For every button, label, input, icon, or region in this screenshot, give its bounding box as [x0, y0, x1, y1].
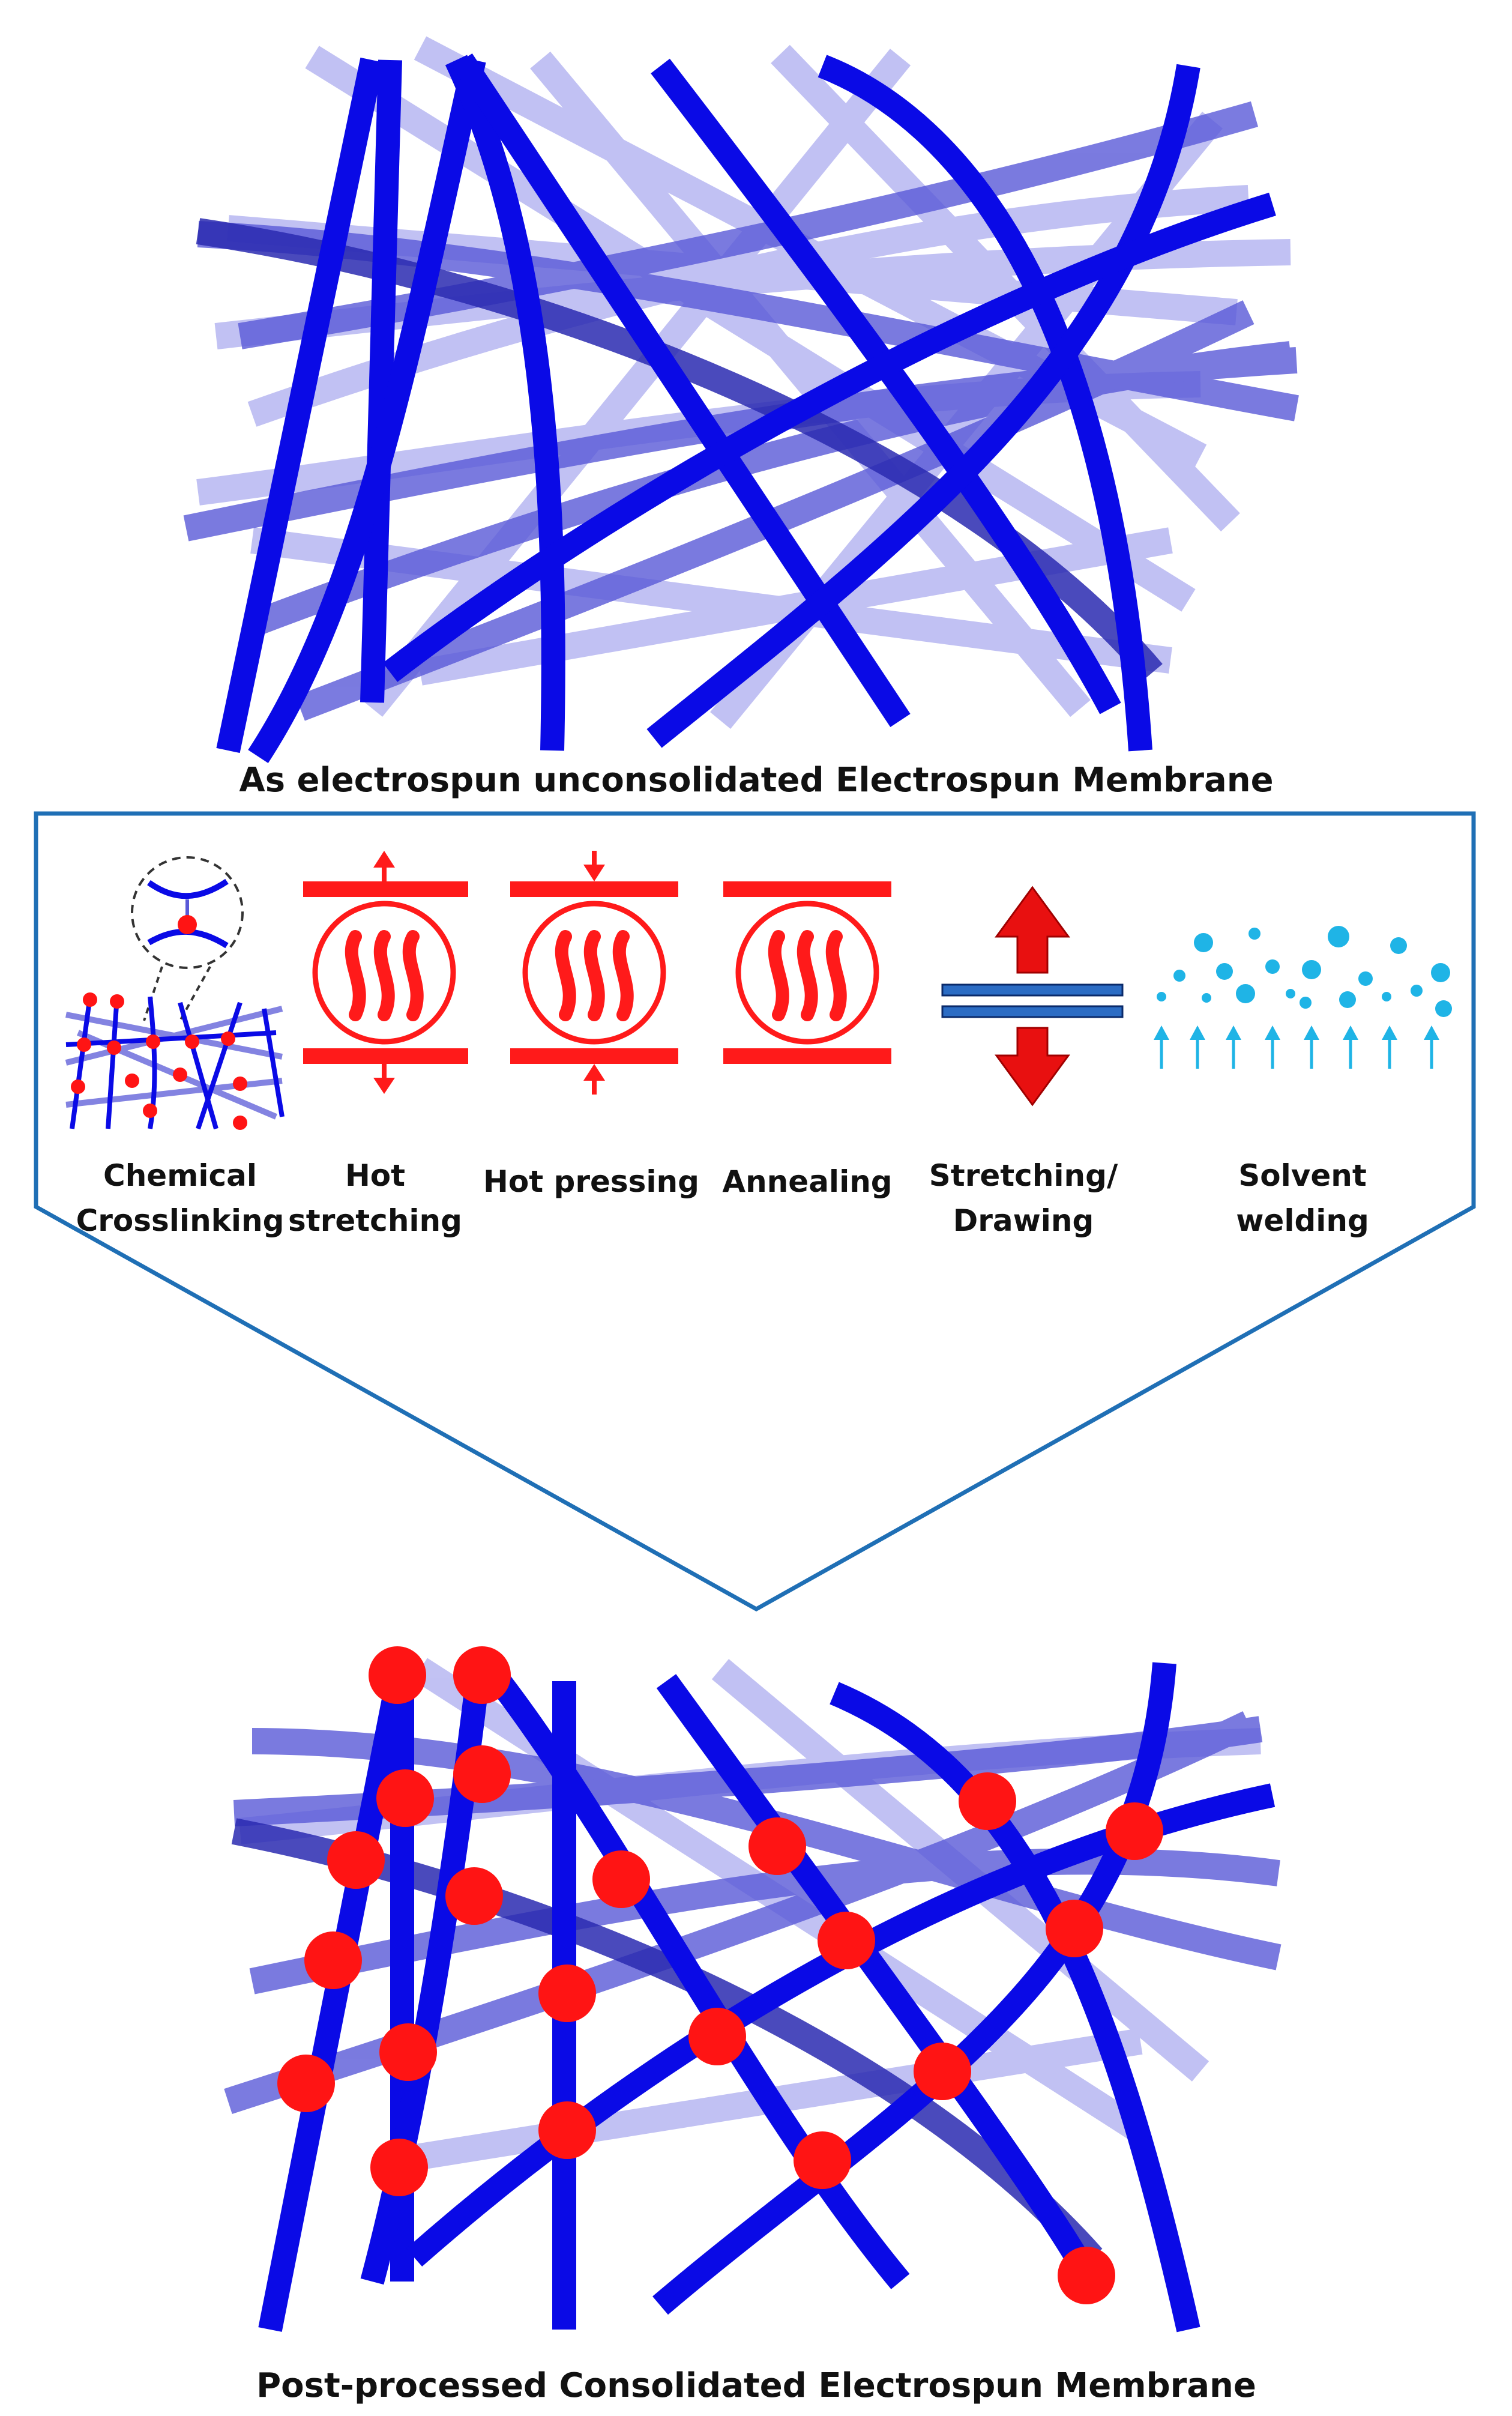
node	[453, 1745, 511, 1803]
fiber	[530, 51, 1091, 717]
mini-nodes	[71, 992, 247, 1130]
method-label-solvent-1: Solvent	[1238, 1158, 1367, 1193]
consolidated-membrane	[224, 1646, 1282, 2333]
top-caption: As electrospun unconsolidated Electrospu…	[239, 761, 1273, 800]
fiber	[445, 55, 565, 751]
hot-stretching-icon	[303, 851, 468, 1094]
node	[1058, 2247, 1115, 2304]
node	[818, 1912, 875, 1969]
processing-panel-outline	[34, 811, 1476, 1612]
node	[376, 1769, 434, 1827]
fiber	[818, 55, 1152, 752]
method-labels: Chemical Crosslinking Hot stretching Hot…	[76, 1158, 1369, 1238]
node	[688, 2008, 746, 2065]
fiber	[238, 101, 1259, 349]
method-label-crosslinking-1: Chemical	[103, 1158, 257, 1193]
hot-pressing-icon	[510, 851, 678, 1095]
heat-waves	[555, 930, 634, 1021]
fiber	[382, 192, 1276, 682]
method-label-crosslinking-2: Crosslinking	[76, 1203, 285, 1238]
stretching-drawing-icon	[941, 886, 1124, 1107]
medium-fibers	[183, 101, 1299, 721]
node	[453, 1646, 511, 1704]
node	[959, 1772, 1016, 1830]
node	[304, 1931, 362, 1989]
node	[379, 2023, 437, 2081]
method-label-solvent-2: welding	[1236, 1203, 1369, 1238]
method-label-hot-stretching-2: stretching	[288, 1203, 462, 1238]
node	[748, 1817, 806, 1875]
node	[1106, 1802, 1163, 1860]
fiber	[360, 59, 402, 703]
node	[370, 2139, 428, 2196]
fiber	[652, 1662, 1176, 2315]
solvent-arrows	[1160, 1036, 1433, 1069]
crosslink-nodes	[277, 1646, 1163, 2304]
method-label-hot-pressing: Hot pressing	[483, 1164, 699, 1199]
fiber	[248, 57, 486, 763]
strong-fibers	[216, 53, 1276, 763]
node	[1046, 1900, 1103, 1957]
fiber	[295, 300, 1254, 721]
node	[592, 1850, 650, 1908]
method-label-hot-stretching-1: Hot	[345, 1158, 405, 1193]
method-label-annealing: Annealing	[722, 1164, 892, 1199]
fiber	[656, 1674, 1091, 2270]
method-label-stretching-1: Stretching/	[929, 1158, 1118, 1193]
crosslinking-icon	[65, 856, 285, 1130]
fiber	[361, 49, 911, 717]
annealing-icon	[723, 881, 891, 1064]
method-label-stretching-2: Drawing	[953, 1203, 1094, 1238]
solvent-welding-icon	[1154, 926, 1452, 1069]
node	[914, 2043, 971, 2100]
fiber	[258, 1655, 414, 2332]
node	[445, 1867, 503, 1925]
fiber	[651, 58, 1121, 714]
fiber	[196, 218, 1163, 681]
fiber	[771, 44, 1240, 532]
fiber	[646, 64, 1200, 748]
mini-network	[65, 1006, 283, 1120]
fiber	[471, 1649, 910, 2289]
node	[538, 1965, 596, 2022]
heat-waves	[768, 930, 847, 1021]
unconsolidated-membrane	[183, 36, 1299, 763]
node	[538, 2101, 596, 2159]
node	[327, 1831, 385, 1889]
fiber	[830, 1682, 1200, 2333]
heat-waves	[345, 930, 424, 1021]
fiber	[216, 57, 384, 753]
node	[277, 2055, 335, 2112]
node	[369, 1646, 426, 1704]
node	[794, 2131, 851, 2189]
bottom-caption: Post-processed Consolidated Electrospun …	[256, 2366, 1256, 2405]
